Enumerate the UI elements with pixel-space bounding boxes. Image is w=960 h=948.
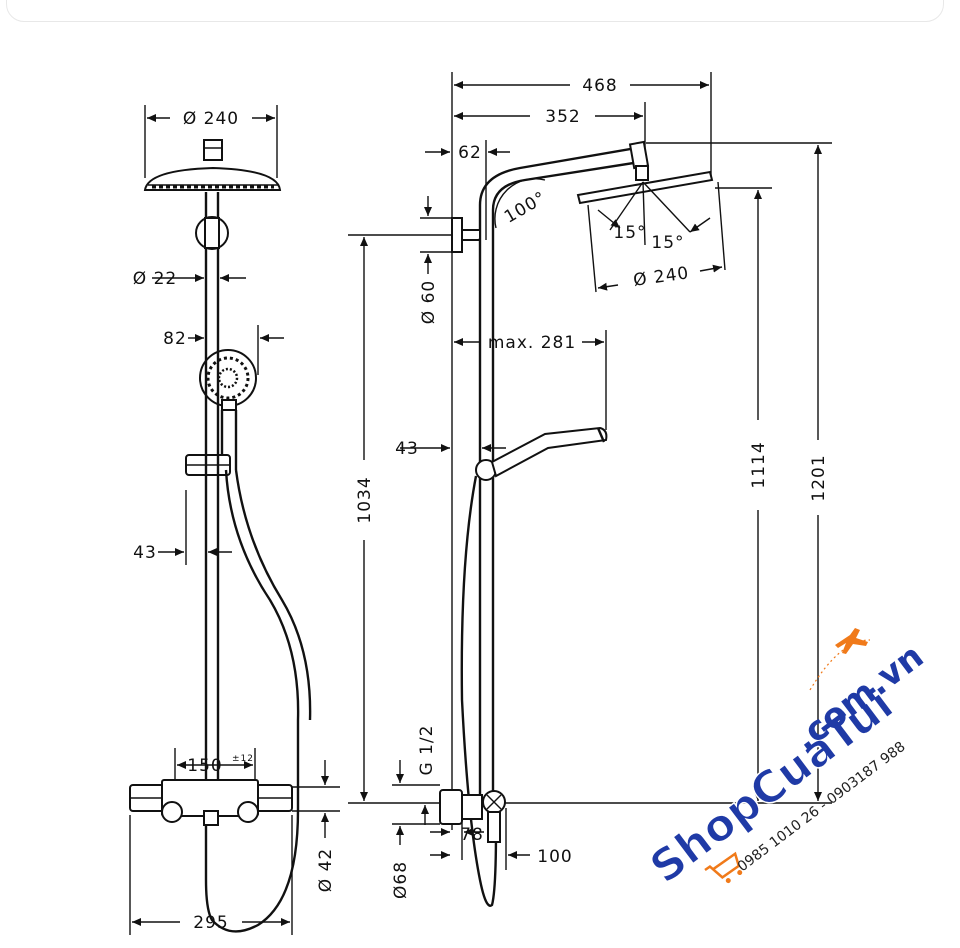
side-rail-offset-label: 43: [395, 439, 419, 459]
front-view: Ø 240 Ø 22 82: [129, 105, 340, 935]
side-total-height-label: 1201: [809, 454, 829, 501]
front-width-label: 295: [193, 913, 228, 933]
side-wall-offset-label: 62: [458, 143, 482, 163]
side-handshower-reach-label: max. 281: [488, 333, 576, 353]
side-head-diameter-label: Ø 240: [632, 263, 690, 291]
plane-icon: [835, 628, 868, 654]
front-hand-shower: [199, 349, 257, 470]
orbit-line: [809, 639, 871, 691]
front-inlet-tolerance-label: ±12: [232, 754, 254, 764]
side-thread-label: G 1/2: [417, 725, 437, 776]
side-outlet-spacing-label: 100: [537, 847, 572, 867]
side-outlet-offset-label: 78: [460, 825, 484, 845]
side-arm-angle-label: 100°: [501, 188, 550, 228]
front-rail-offset-label: 43: [133, 543, 157, 563]
side-arm-reach-label: 352: [545, 107, 580, 127]
side-bracket-diameter-label: Ø 60: [419, 280, 439, 324]
side-mixer: [439, 789, 506, 843]
front-head-diameter-label: Ø 240: [183, 109, 239, 129]
watermark: ShopCuaTui .com.vn 0985 1010 26 - 090318…: [640, 628, 931, 895]
front-pipe-diameter-label: Ø 22: [133, 269, 177, 289]
front-handshower-offset-label: 82: [163, 329, 187, 349]
side-head-height-label: 1114: [749, 441, 769, 488]
side-rail-height-label: 1034: [355, 476, 375, 523]
front-inlet-spacing-label: 150: [187, 756, 222, 776]
side-hand-shower: [475, 426, 608, 481]
side-mixer-diameter-label: Ø68: [391, 861, 411, 899]
front-mixer-height-label: Ø 42: [316, 848, 336, 892]
side-total-reach-label: 468: [582, 76, 617, 96]
front-thermostat: [129, 779, 293, 826]
side-spray-angle-left-label: 15°: [613, 223, 646, 243]
side-spray-angle-right-label: 15°: [651, 233, 684, 253]
front-shower-head: [143, 139, 282, 191]
cart-icon: [704, 851, 743, 884]
